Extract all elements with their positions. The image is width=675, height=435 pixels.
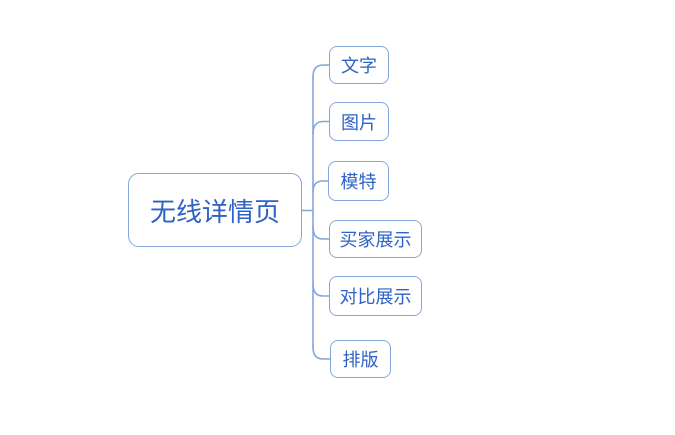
child-node-comparison-show[interactable]: 对比展示	[329, 276, 422, 316]
child-node-layout[interactable]: 排版	[330, 340, 391, 378]
child-node-label: 排版	[342, 350, 379, 370]
child-node-label: 买家展示	[339, 230, 412, 250]
root-node-label: 无线详情页	[149, 197, 280, 227]
child-node-buyer-show[interactable]: 买家展示	[329, 220, 422, 258]
child-node-text[interactable]: 文字	[329, 46, 389, 84]
connector-branch-image	[312, 120, 330, 135]
child-node-label: 对比展示	[339, 287, 412, 307]
child-node-label: 文字	[341, 56, 377, 76]
child-node-model[interactable]: 模特	[328, 161, 389, 201]
child-node-label: 模特	[340, 172, 377, 192]
connector-branch-layout	[312, 346, 331, 360]
child-node-label: 图片	[341, 112, 377, 133]
connector-branch-buyer-show	[312, 226, 330, 240]
root-node[interactable]: 无线详情页	[128, 173, 302, 247]
child-node-image[interactable]: 图片	[329, 102, 389, 141]
connector-branch-text	[312, 64, 330, 78]
connector-branch-model	[312, 180, 329, 193]
connector-branch-comparison-show	[312, 283, 330, 297]
